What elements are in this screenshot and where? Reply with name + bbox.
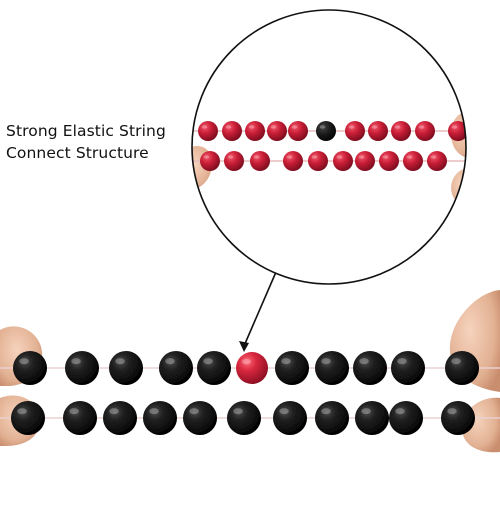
lava-bead (103, 401, 137, 435)
lava-bead-highlight (397, 358, 407, 365)
magnified-red-bead (448, 121, 466, 141)
lava-bead-highlight (115, 358, 125, 365)
lava-bead-highlight (361, 408, 371, 415)
magnified-red-bead (288, 121, 308, 141)
lava-bead-highlight (451, 358, 461, 365)
lava-bead-highlight (165, 358, 175, 365)
lava-bead (227, 401, 261, 435)
magnified-red-bead-highlight (418, 125, 425, 129)
magnified-red-bead-highlight (248, 125, 255, 129)
lava-bead (159, 351, 193, 385)
magnified-red-bead-highlight (430, 155, 437, 159)
caption-text: Strong Elastic String Connect Structure (6, 120, 196, 164)
magnified-red-bead-highlight (253, 155, 260, 159)
lava-bead-highlight (279, 408, 289, 415)
magnified-red-bead (222, 121, 242, 141)
lava-bead (183, 401, 217, 435)
magnified-red-bead (368, 121, 388, 141)
lava-bead-highlight (359, 358, 369, 365)
magnified-red-bead-highlight (358, 155, 365, 159)
red-accent-bead-highlight (241, 358, 251, 365)
magnified-red-bead (355, 151, 375, 171)
lava-bead (389, 401, 423, 435)
lava-bead-highlight (17, 408, 27, 415)
magnifier-pointer (239, 271, 277, 352)
magnified-red-bead-highlight (203, 155, 210, 159)
magnified-red-bead-highlight (348, 125, 355, 129)
magnified-red-bead (403, 151, 423, 171)
magnified-red-bead (345, 121, 365, 141)
magnified-red-bead (245, 121, 265, 141)
lava-bead (63, 401, 97, 435)
magnified-red-bead-highlight (406, 155, 413, 159)
magnified-red-bead (333, 151, 353, 171)
lava-bead (275, 351, 309, 385)
magnified-red-bead (379, 151, 399, 171)
lava-bead (65, 351, 99, 385)
red-accent-bead (236, 352, 268, 384)
lava-bead (273, 401, 307, 435)
magnified-red-bead (200, 151, 220, 171)
lava-bead (441, 401, 475, 435)
lava-bead (13, 351, 47, 385)
magnified-red-bead (250, 151, 270, 171)
lava-bead-highlight (447, 408, 457, 415)
lava-bead-highlight (395, 408, 405, 415)
magnified-red-bead (308, 151, 328, 171)
lava-bead-highlight (149, 408, 159, 415)
magnified-red-bead (283, 151, 303, 171)
magnified-red-bead-highlight (225, 125, 232, 129)
magnified-black-bead (316, 121, 336, 141)
magnified-red-bead-highlight (451, 125, 458, 129)
lava-bead-highlight (109, 408, 119, 415)
lava-bead (11, 401, 45, 435)
magnified-red-bead-highlight (371, 125, 378, 129)
lava-bead-highlight (19, 358, 29, 365)
magnifier-lens (191, 9, 467, 285)
lava-bead (355, 401, 389, 435)
magnified-red-bead-highlight (270, 125, 277, 129)
magnified-red-bead-highlight (227, 155, 234, 159)
lava-bead (109, 351, 143, 385)
magnified-red-bead-highlight (286, 155, 293, 159)
lava-bead (391, 351, 425, 385)
lava-bead (445, 351, 479, 385)
magnified-red-bead-highlight (291, 125, 298, 129)
main-bead-rows (11, 351, 479, 435)
caption-line-1: Strong Elastic String (6, 122, 166, 140)
magnified-black-bead-highlight (319, 125, 326, 129)
caption-line-2: Connect Structure (6, 144, 149, 162)
lava-bead-highlight (321, 408, 331, 415)
magnified-red-bead-highlight (201, 125, 208, 129)
lava-bead-highlight (281, 358, 291, 365)
lava-bead-highlight (321, 358, 331, 365)
lava-bead-highlight (203, 358, 213, 365)
magnified-red-bead (415, 121, 435, 141)
lava-bead (315, 351, 349, 385)
lava-bead-highlight (189, 408, 199, 415)
magnified-red-bead (267, 121, 287, 141)
lava-bead (143, 401, 177, 435)
magnified-red-bead (224, 151, 244, 171)
magnified-red-bead-highlight (336, 155, 343, 159)
lava-bead-highlight (71, 358, 81, 365)
magnified-red-bead (427, 151, 447, 171)
magnified-red-bead-highlight (382, 155, 389, 159)
lava-bead-highlight (69, 408, 79, 415)
lava-bead-highlight (233, 408, 243, 415)
magnified-red-bead (391, 121, 411, 141)
lava-bead (315, 401, 349, 435)
lava-bead (197, 351, 231, 385)
magnified-red-bead-highlight (311, 155, 318, 159)
magnified-red-bead-highlight (394, 125, 401, 129)
magnified-red-bead (198, 121, 218, 141)
lava-bead (353, 351, 387, 385)
